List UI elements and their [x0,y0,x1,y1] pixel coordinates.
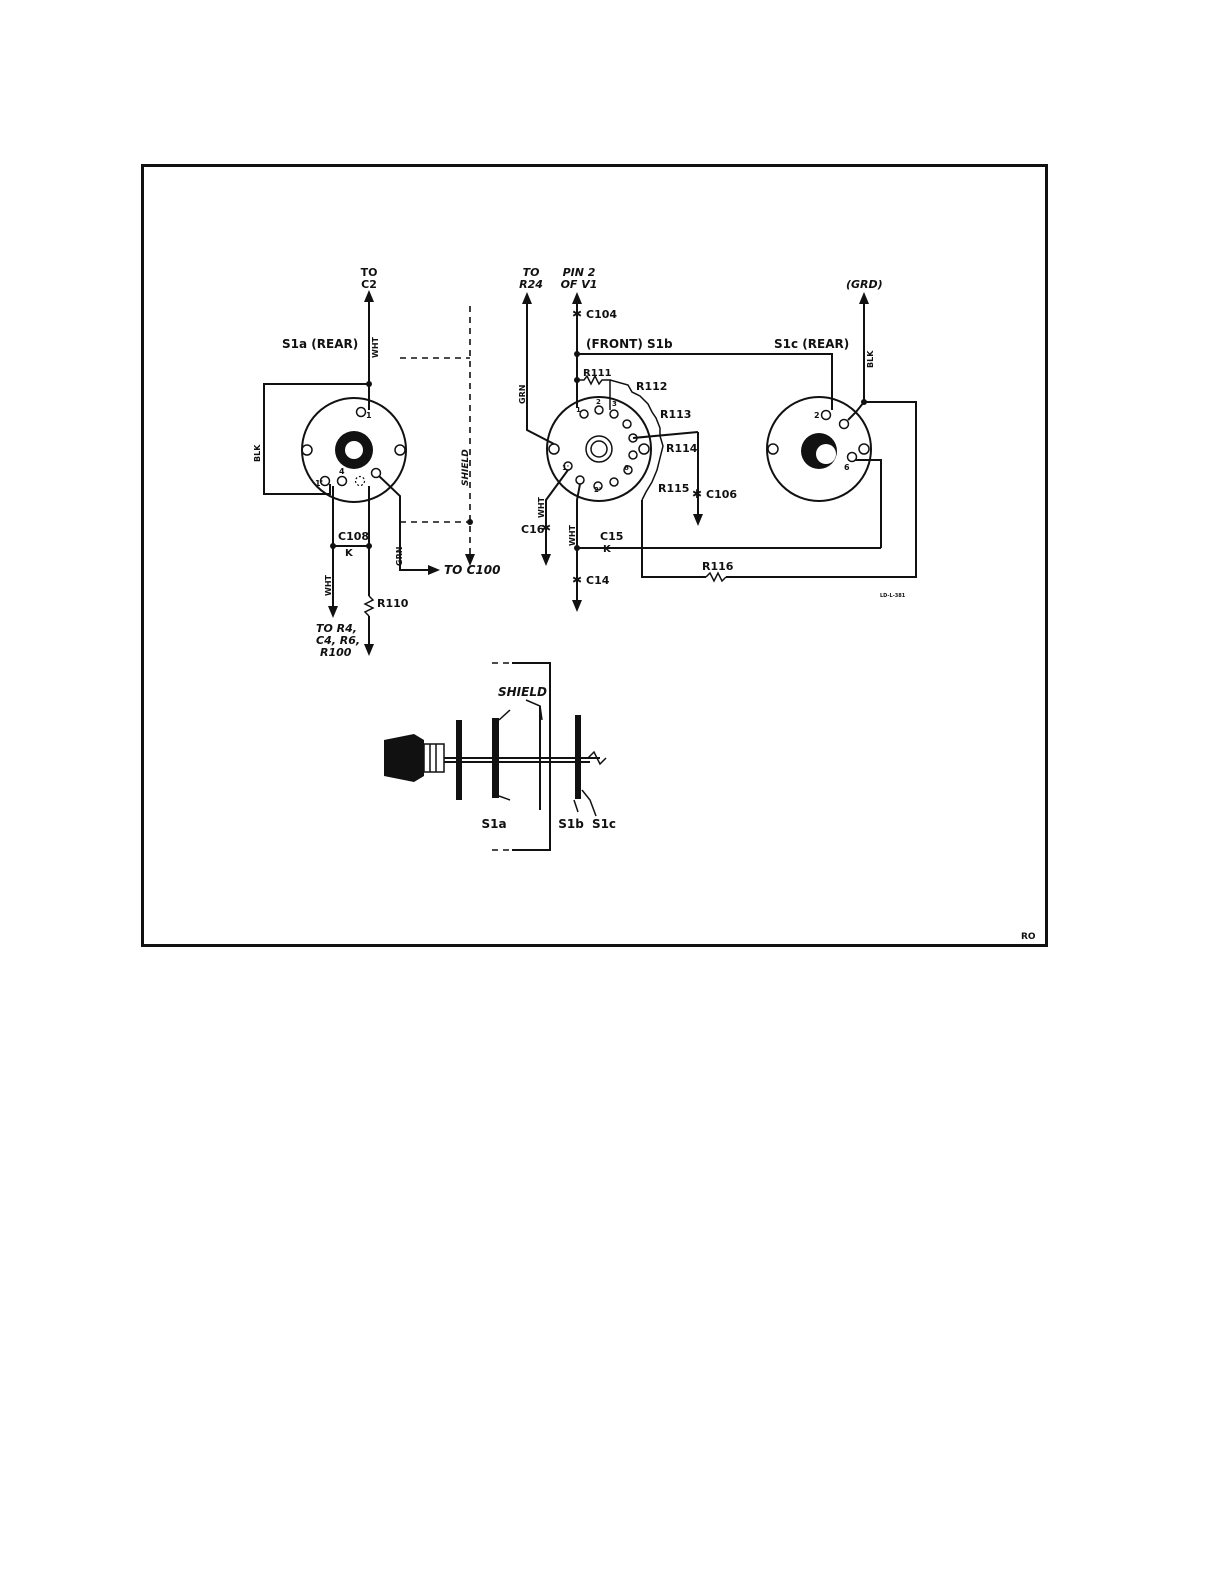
svg-text:2: 2 [596,398,601,406]
r116-return [726,402,916,577]
to-c2-label-2: C2 [361,278,377,291]
svg-text:R114: R114 [666,442,698,455]
arrow-down-r4 [328,606,338,618]
r116-resistor [706,573,726,581]
s1a-mount-hole-right [395,445,405,455]
s1a-pin-4: 4 [339,467,345,476]
wire-c16 [546,470,568,560]
s1b-rotor [586,436,612,462]
to-c100-label: TO C100 [444,563,500,577]
svg-text:WHT: WHT [537,496,546,518]
svg-text:WHT: WHT [568,524,577,546]
svg-text:OF V1: OF V1 [561,278,598,291]
grn-wire-r24 [527,298,554,444]
svg-text:R24: R24 [519,278,543,291]
svg-text:R112: R112 [636,380,667,393]
s1a-pin-1p: 1' [315,479,323,488]
c104-label: C104 [586,308,617,321]
svg-text:1: 1 [576,406,581,414]
wafer-s1a [492,718,499,798]
r110-label: R110 [377,597,409,610]
figure-code: RO [1021,932,1036,942]
s1b-side-label: S1b [558,817,584,831]
s1b-wafer: TO R24 GRN PIN 2 OF V1 ✱ C104 (FRONT) S1… [518,266,916,612]
s1a-contact-4 [338,477,347,486]
svg-text:6: 6 [844,463,850,472]
svg-text:✱: ✱ [572,573,582,587]
shield-dashed: SHIELD [400,306,475,566]
wire-c14 [577,484,580,606]
side-view: SHIELD S1a S1b S1c [384,663,616,850]
shield-label: SHIELD [461,449,471,486]
svg-text:6: 6 [624,464,629,472]
bushing [424,744,444,772]
svg-text:R116: R116 [702,560,734,573]
s1a-mount-hole-left [302,445,312,455]
svg-text:C14: C14 [586,574,610,587]
svg-text:✱: ✱ [692,487,702,501]
c108-symbol: K [345,548,354,559]
svg-text:C106: C106 [706,488,737,501]
wafer-s1b-s1c [575,715,581,799]
r116-wire [642,500,706,577]
svg-text:R113: R113 [660,408,691,421]
knob [384,734,424,782]
s1a-rotor-hole [345,441,363,459]
s1a-side-label: S1a [481,817,506,831]
wht-label-2: WHT [324,574,333,596]
svg-text:K: K [603,544,612,555]
blk-label: BLK [253,444,262,462]
s1c-side-label: S1c [592,817,616,831]
svg-text:✱: ✱ [572,307,582,321]
s1a-contact-1 [357,408,366,417]
r111-resistor [577,376,610,410]
svg-text:R115: R115 [658,482,689,495]
svg-text:3: 3 [612,400,617,408]
grn-label-1: GRN [395,547,404,566]
svg-text:BLK: BLK [866,350,875,368]
r110-resistor [365,596,373,616]
shield-side-label: SHIELD [498,685,547,699]
drawing-ref: LD-L-381 [880,593,906,599]
c108-label: C108 [338,530,369,543]
s1a-contact-dashed [356,477,365,486]
svg-text:2': 2' [594,486,601,494]
grd-label: (GRD) [846,278,883,291]
svg-text:C16: C16 [521,523,545,536]
front-s1b-label: (FRONT) S1b [586,337,673,351]
wht-label-1: WHT [371,336,380,358]
svg-text:C15: C15 [600,530,623,543]
s1c-wafer: (GRD) BLK S1c (REAR) 2 6 [767,278,883,548]
front-plate [456,720,462,800]
svg-text:2: 2 [814,411,820,420]
s1c-rear-label: S1c (REAR) [774,337,849,351]
svg-text:GRN: GRN [518,385,527,404]
svg-text:R111: R111 [583,368,612,379]
s1a-pin-1: 1 [366,411,372,420]
s1a-rear-label: S1a (REAR) [282,337,358,351]
to-r4-3: R100 [320,646,352,659]
s1c-to-c15 [855,460,881,548]
arrow-up-c2 [364,290,374,302]
